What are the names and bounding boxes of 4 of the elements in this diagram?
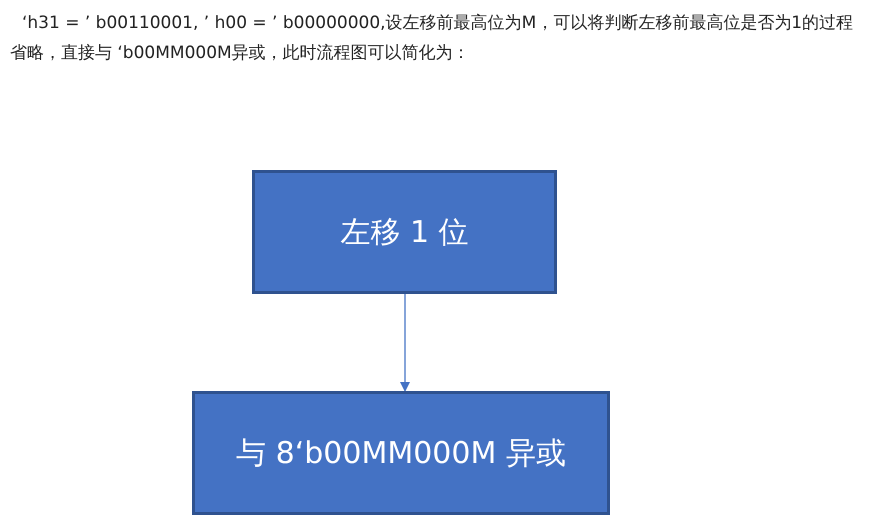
- arrow: [400, 294, 410, 392]
- process-box: 与 8‘b00MM000M 异或: [192, 391, 610, 515]
- paragraph: ‘h31 = ’ b00110001, ’ h00 = ’ b00000000,设左移前最高位为M，可以将判断左移前最高位是否为1的过程省略，直接与 ‘b00MM000M异或，此时流程图可以简化为：: [10, 12, 854, 65]
- process-box: 左移 1 位: [252, 170, 557, 294]
